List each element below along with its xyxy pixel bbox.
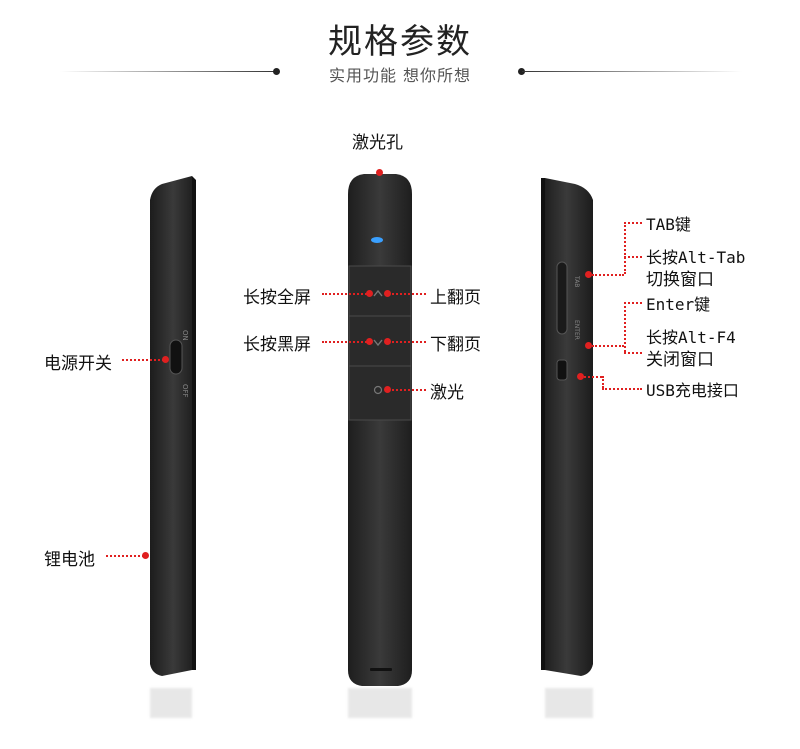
callout-battery — [106, 555, 144, 557]
callout-dot-battery — [142, 552, 149, 559]
callout-page-up — [388, 293, 426, 295]
marking-off: OFF — [181, 384, 189, 398]
callout-dot-fullscreen — [366, 290, 373, 297]
callout-dot-usb — [577, 373, 584, 380]
label-long-press-blackscreen: 长按黑屏 — [243, 330, 311, 355]
callout-page-down — [388, 341, 426, 343]
label-alt-f4-line2: 关闭窗口 — [646, 345, 714, 370]
subtitle-row: 实用功能 想你所想 — [0, 62, 800, 82]
callout-usb-vertical — [602, 376, 604, 388]
callout-dot-laser-hole — [376, 169, 383, 176]
callout-enter-top — [624, 302, 642, 304]
device-center-front-view — [340, 170, 420, 690]
device-right-reflection — [535, 688, 605, 728]
device-right-side-view: TAB ENTER — [535, 170, 605, 690]
device-left-side-view: ON OFF — [140, 170, 210, 690]
page-subtitle: 实用功能 想你所想 — [0, 62, 800, 86]
label-power-switch: 电源开关 — [44, 349, 112, 374]
callout-tab-top — [624, 222, 642, 224]
page-title: 规格参数 — [0, 14, 800, 63]
marking-on: ON — [181, 330, 189, 341]
callout-tab-vertical — [624, 222, 626, 274]
callout-dot-page-up — [384, 290, 391, 297]
label-lithium-battery: 锂电池 — [44, 545, 95, 570]
callout-enter — [592, 345, 624, 347]
callout-usb-b — [602, 388, 642, 390]
label-long-press-fullscreen: 长按全屏 — [243, 283, 311, 308]
divider-right — [522, 71, 742, 72]
label-tab-key: TAB键 — [646, 211, 691, 235]
callout-blackscreen — [322, 341, 370, 343]
label-alt-tab-line2: 切换窗口 — [646, 265, 714, 290]
marking-enter: ENTER — [573, 320, 580, 340]
callout-dot-blackscreen — [366, 338, 373, 345]
label-page-up: 上翻页 — [430, 283, 481, 308]
callout-tab-mid — [624, 256, 642, 258]
callout-dot-laser — [384, 386, 391, 393]
callout-enter-vertical — [624, 302, 626, 352]
label-page-down: 下翻页 — [430, 330, 481, 355]
device-left-reflection — [140, 688, 210, 728]
callout-enter-bottom — [624, 352, 642, 354]
marking-tab: TAB — [573, 275, 580, 287]
callout-dot-page-down — [384, 338, 391, 345]
callout-tab — [592, 274, 624, 276]
callout-dot-tab — [585, 271, 592, 278]
callout-dot-power-switch — [162, 356, 169, 363]
label-laser: 激光 — [430, 378, 464, 403]
button-page-up[interactable] — [349, 266, 411, 316]
callout-dot-enter — [585, 342, 592, 349]
usb-port — [557, 360, 567, 380]
callout-fullscreen — [322, 293, 370, 295]
label-usb-port: USB充电接口 — [646, 377, 739, 401]
label-enter-key: Enter键 — [646, 291, 710, 315]
label-laser-hole: 激光孔 — [352, 128, 403, 153]
laser-led-indicator — [371, 237, 383, 243]
callout-usb-a — [584, 376, 602, 378]
callout-power-switch — [122, 359, 164, 361]
callout-laser — [388, 389, 426, 391]
device-center-reflection — [340, 688, 420, 728]
